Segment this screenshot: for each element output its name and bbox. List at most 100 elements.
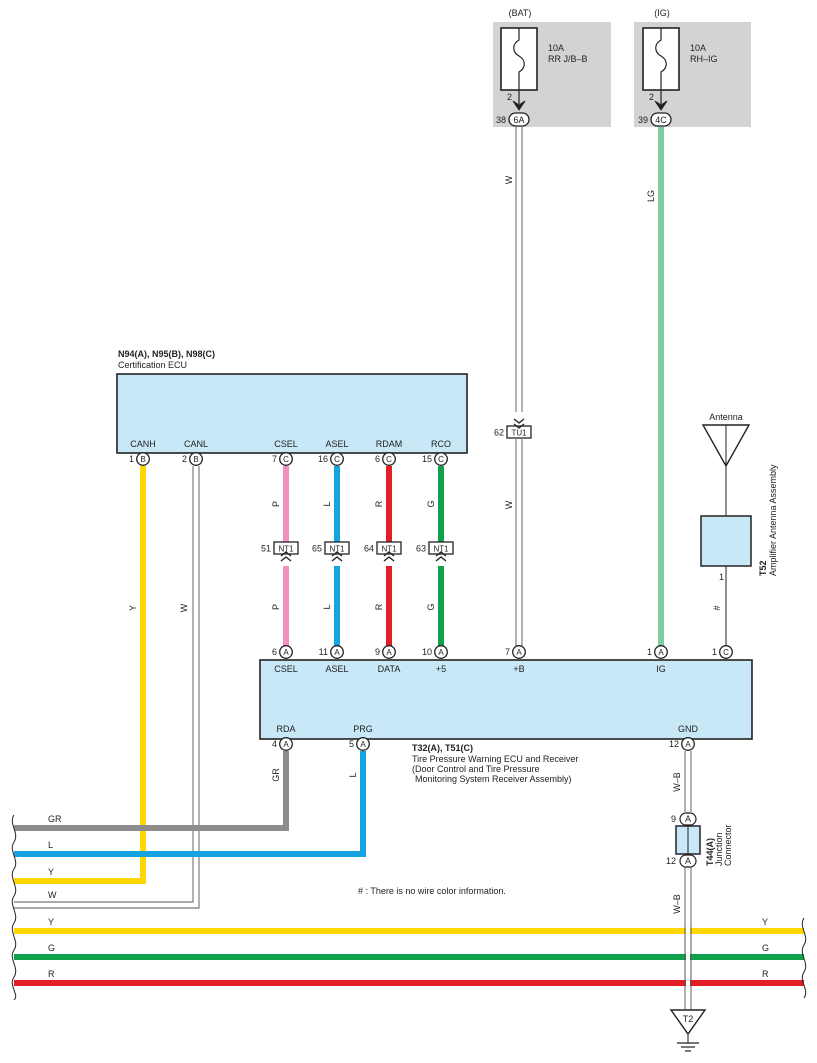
chevron-icon [331,551,343,557]
tpms-top-pin-5-label: IG [656,664,666,674]
cert-pin-canl-circle [189,452,203,466]
tpms-top-pin-1-num: 11 [319,647,328,657]
fuse-ig-conn-pin: 39 [638,115,648,125]
inline-conn-box [376,541,402,555]
cert-pin-rco-conn: C [438,455,444,464]
tpms-ecu-desc3: Monitoring System Receiver Assembly) [415,774,572,784]
tpms-top-pin-6-circle [719,645,733,659]
fuse-ig-element-icon [655,28,667,90]
tpms-ecu-title: T32(A), T51(C) [412,743,473,753]
wire-prg-l: L [14,751,366,857]
tpms-bottom-pin-prg-conn: A [360,740,366,749]
cert-pin-asel-conn: C [334,455,340,464]
tpms-ecu-desc2: (Door Control and Tire Pressure [412,764,540,774]
wire-rdam-lower-label: R [374,603,384,610]
fuse-ig: (IG) 10A RH–IG 2 4C 39 [634,8,751,127]
chevron-icon [513,423,525,429]
tpms-top-pin-0-label: CSEL [274,664,298,674]
inline-conn-box [428,541,454,555]
cert-pin-rco-num: 15 [422,454,432,464]
tpms-bottom-pin-gnd-conn: A [685,740,691,749]
tpms-top-pin-5-num: 1 [647,647,652,657]
cert-ecu-subtitle: Certification ECU [118,360,187,370]
tpms-top-pin-6-num: 1 [712,647,717,657]
cert-pin-csel-conn: C [283,455,289,464]
fuse-bat-conn: 6A [513,115,524,125]
junction-pin-bottom [679,854,697,868]
chevron-icon [383,551,395,557]
inline-conn-pin: 63 [416,544,426,554]
wire-gnd-upper-label: W–B [672,772,682,792]
tpms-top-pin-5-circle [654,645,668,659]
wire-csel-upper-label: P [271,501,281,507]
antenna-code: T52 [758,560,768,576]
fuse-bat-element-icon [513,28,525,90]
fuse-bat-rating: 10A [548,43,564,53]
bus-label-gr: GR [48,814,62,824]
junction-conn-top: A [685,814,691,824]
tpms-bottom-pin-prg-circle [356,737,370,751]
junction-conn-bottom: A [685,856,691,866]
fuse-ig-connector [650,112,672,127]
wire-asel-upper-label: L [322,501,332,506]
wire-color-note: # : There is no wire color information. [358,886,506,896]
tpms-bottom-pin-prg-num: 5 [349,739,354,749]
tpms-top-pin-4-num: 7 [505,647,510,657]
wire-asel-lower-label: L [322,604,332,609]
cert-pin-rdam-circle [382,452,396,466]
cert-pin-csel-label: CSEL [274,439,298,449]
tpms-top-pin-3: A10+5 [422,645,448,674]
cert-pin-rco: C 15 RCO [422,439,451,466]
wire-rda-label: GR [271,768,281,782]
chevron-icon [280,551,292,557]
wire-rdam-upper-label: R [374,500,384,507]
inline-conn-name: NT1 [278,545,294,554]
tpms-top-pin-3-num: 10 [422,647,432,657]
cert-pin-canh-label: CANH [130,439,156,449]
tpms-top-pin-3-label: +5 [436,664,446,674]
wire-ig-lg: LG [646,127,664,646]
fuse-bat: (BAT) 10A RR J/B–B 2 6A 38 [493,8,611,127]
bus-label-g-right: G [762,943,769,953]
inline-conn-pin: 51 [261,544,271,554]
fuse-bat-arrow-icon [512,100,526,111]
tpms-bottom-pin-gnd-num: 12 [669,739,679,749]
cert-pin-asel-label: ASEL [325,439,348,449]
fuse-ig-source: (IG) [654,8,670,18]
cert-pin-rco-label: RCO [431,439,451,449]
wire-ig-label: LG [646,190,656,202]
wire-canl-w: W [14,466,200,909]
inline-conn-name: NT1 [381,545,397,554]
inline-conn-name: NT1 [329,545,345,554]
inline-conn-name: NT1 [433,545,449,554]
inline-conn-box [506,425,532,439]
ground-t2: T2 [669,1009,707,1052]
wire-asel: L L [322,466,340,646]
tpms-top-pin-0-circle [279,645,293,659]
wire-tu1-lower: W [504,439,523,646]
junction-connector: A 9 A 12 T44(A) Junction Connector [666,812,733,868]
tpms-top-pin-4: A7+B [505,645,526,674]
chevron-icon [513,418,525,424]
tpms-top-pin-0-num: 6 [272,647,277,657]
inline-conn-name: TU1 [511,429,527,438]
cert-pin-rco-circle [434,452,448,466]
junction-pin-top [679,812,697,826]
inline-conn-box [324,541,350,555]
bus-label-r-right: R [762,969,769,979]
antenna-assembly: Antenna 1 T52 Amplifier Antenna Assembly [700,412,778,582]
antenna-pin: 1 [719,572,724,582]
fuse-ig-arrow-icon [654,100,668,111]
tpms-ecu-desc1: Tire Pressure Warning ECU and Receiver [412,754,578,764]
tpms-top-pin-4-conn: A [516,648,522,657]
wire-bat-label: W [504,175,514,184]
